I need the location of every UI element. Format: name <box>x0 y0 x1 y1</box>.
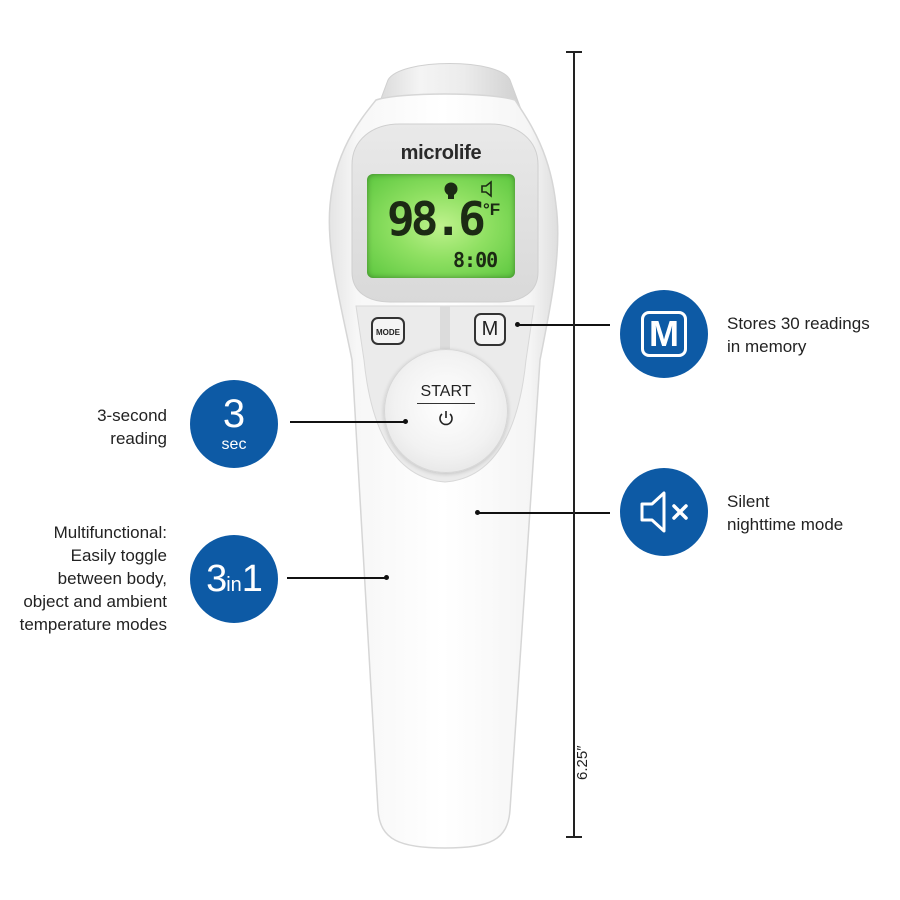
three-in-one-badge: 3in1 <box>190 535 278 623</box>
start-underline <box>417 403 475 404</box>
reading-callout-text: 3-second reading <box>97 406 167 448</box>
height-measure-line <box>573 51 575 838</box>
multifunction-callout-line <box>287 577 387 579</box>
silent-callout-dot <box>475 510 480 515</box>
speaker-icon <box>481 180 492 198</box>
forehead-icon <box>444 182 458 199</box>
multifunction-callout-text: Multifunctional: Easily toggle between b… <box>19 523 167 634</box>
memory-callout-line <box>518 324 610 326</box>
clock-reading: 8:00 <box>453 248 498 272</box>
memory-badge: M <box>620 290 708 378</box>
multifunction-callout-dot <box>384 575 389 580</box>
memory-button[interactable]: M <box>474 313 506 346</box>
lcd-display: 98.6 °F 8:00 <box>367 174 515 278</box>
height-label: 6.25″ <box>574 745 591 780</box>
temperature-reading: 98.6 <box>387 192 486 246</box>
temperature-unit: °F <box>483 200 501 219</box>
speaker-mute-icon <box>640 491 688 533</box>
silent-mode-badge <box>620 468 708 556</box>
start-label: START <box>420 383 472 400</box>
reading-callout-dot <box>403 419 408 424</box>
mode-button[interactable]: MODE <box>371 317 405 345</box>
reading-speed-badge: 3 sec <box>190 380 278 468</box>
silent-callout-text: Silent nighttime mode <box>727 492 844 534</box>
memory-callout-dot <box>515 322 520 327</box>
reading-callout-line <box>290 421 406 423</box>
power-icon <box>439 411 453 426</box>
start-button[interactable]: START <box>384 349 508 473</box>
silent-callout-line <box>478 512 610 514</box>
memory-callout-text: Stores 30 readings in memory <box>727 314 870 356</box>
brand-logo: microlife <box>400 142 482 164</box>
measure-cap-bottom <box>566 836 582 838</box>
